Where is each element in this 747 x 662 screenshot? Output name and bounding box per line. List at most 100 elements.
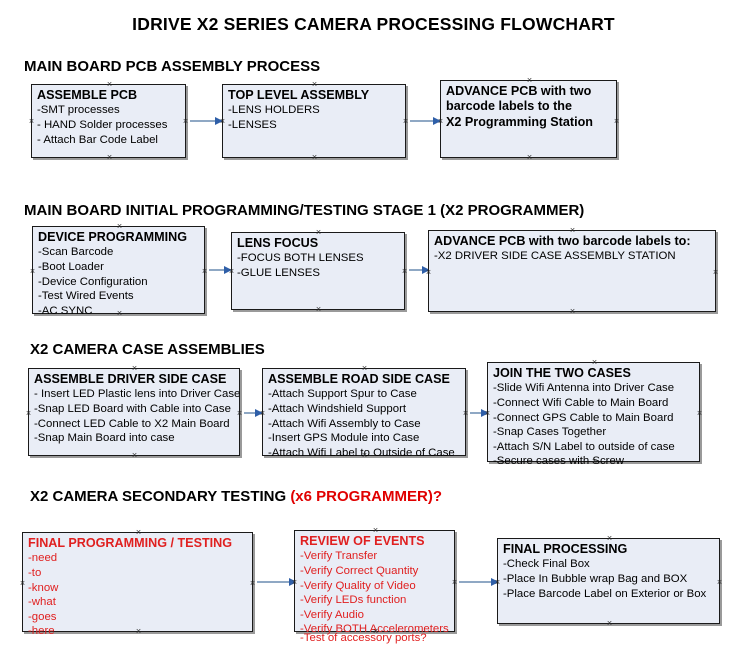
- connection-handle-top[interactable]: [311, 81, 318, 88]
- connection-handle-top[interactable]: [106, 81, 113, 88]
- node-item: - Attach Bar Code Label: [37, 133, 158, 146]
- connection-handle-right[interactable]: [182, 118, 189, 125]
- node-item: -Connect LED Cable to X2 Main Board: [34, 417, 230, 430]
- node-assemble-road-side-case[interactable]: ASSEMBLE ROAD SIDE CASE -Attach Support …: [262, 365, 469, 459]
- connection-handle-right[interactable]: [451, 579, 458, 586]
- node-item: -need: [28, 552, 58, 565]
- node-top-level-assembly[interactable]: TOP LEVEL ASSEMBLY -LENS HOLDERS -LENSES: [222, 84, 406, 158]
- connection-handle-bottom[interactable]: [311, 154, 318, 161]
- node-item: -SMT processes: [37, 104, 120, 117]
- node-title: ASSEMBLE PCB: [37, 88, 138, 102]
- section-heading-4: X2 CAMERA SECONDARY TESTING (x6 PROGRAMM…: [30, 488, 442, 505]
- connection-handle-top[interactable]: [569, 227, 576, 234]
- node-advance-pcb-driver-side[interactable]: ADVANCE PCB with two barcode labels to: …: [428, 230, 716, 312]
- section-heading-2-text: MAIN BOARD INITIAL PROGRAMMING/TESTING S…: [24, 202, 585, 219]
- arrow-review-events-to-final-processing: [459, 577, 499, 586]
- section-heading-4-accent: (x6 PROGRAMMER)?: [290, 488, 442, 505]
- arrow-driver-case-to-road-case: [244, 408, 263, 417]
- node-item: -Snap Main Board into case: [34, 432, 175, 445]
- node-item: -what: [28, 596, 56, 609]
- connection-handle-bottom[interactable]: [131, 452, 138, 459]
- node-title: REVIEW OF EVENTS: [300, 534, 425, 548]
- arrow-top-level-to-advance-pcb: [410, 116, 441, 125]
- connection-handle-right[interactable]: [249, 580, 256, 587]
- node-lens-focus[interactable]: LENS FOCUS -FOCUS BOTH LENSES -GLUE LENS…: [231, 232, 405, 310]
- node-item: -Place In Bubble wrap Bag and BOX: [503, 572, 688, 585]
- node-title: DEVICE PROGRAMMING: [38, 230, 188, 244]
- arrow-final-programming-to-review-events: [257, 577, 297, 586]
- connection-handle-bottom[interactable]: [569, 308, 576, 315]
- node-item: -Attach Wifi Label to Outside of Case: [268, 446, 455, 459]
- section-heading-3-text: X2 CAMERA CASE ASSEMBLIES: [30, 341, 265, 358]
- connection-handle-left[interactable]: [28, 118, 35, 125]
- node-title: ASSEMBLE DRIVER SIDE CASE: [34, 372, 227, 386]
- connection-handle-top[interactable]: [361, 365, 368, 372]
- node-item: -Attach Support Spur to Case: [268, 388, 417, 401]
- node-review-of-events[interactable]: REVIEW OF EVENTS -Verify Transfer -Verif…: [294, 527, 458, 644]
- node-item: -Verify BOTH Accelerometers: [300, 623, 449, 636]
- node-device-programming[interactable]: DEVICE PROGRAMMING -Scan Barcode -Boot L…: [29, 223, 208, 317]
- node-advance-pcb-station[interactable]: ADVANCE PCB with two barcode labels to t…: [440, 80, 617, 158]
- node-item: -Verify Audio: [300, 608, 364, 621]
- node-item: - HAND Solder processes: [37, 118, 168, 131]
- arrow-assemble-pcb-to-top-level: [190, 116, 223, 125]
- connection-handle-top[interactable]: [526, 77, 533, 84]
- node-title: FINAL PROGRAMMING / TESTING: [28, 536, 233, 550]
- connection-handle-right[interactable]: [462, 410, 469, 417]
- connection-handle-right[interactable]: [201, 268, 208, 275]
- connection-handle-bottom[interactable]: [106, 154, 113, 161]
- node-title: ASSEMBLE ROAD SIDE CASE: [268, 372, 450, 386]
- connection-handle-top[interactable]: [315, 229, 322, 236]
- connection-handle-right[interactable]: [613, 118, 620, 125]
- node-join-the-two-cases[interactable]: JOIN THE TWO CASES -Slide Wifi Antenna i…: [487, 359, 703, 467]
- node-item: -Verify Quality of Video: [300, 579, 416, 592]
- connection-handle-top[interactable]: [135, 529, 142, 536]
- node-title: JOIN THE TWO CASES: [493, 366, 631, 380]
- connection-handle-right[interactable]: [402, 118, 409, 125]
- node-assemble-pcb[interactable]: ASSEMBLE PCB -SMT processes - HAND Solde…: [31, 84, 186, 158]
- node-final-programming-testing[interactable]: FINAL PROGRAMMING / TESTING -need -to -k…: [19, 529, 256, 637]
- connection-handle-right[interactable]: [401, 268, 408, 275]
- node-item: X2 Programming Station: [446, 114, 593, 129]
- node-item: -FOCUS BOTH LENSES: [237, 252, 364, 265]
- connection-handle-left[interactable]: [29, 268, 36, 275]
- connection-handle-left[interactable]: [19, 580, 26, 587]
- node-item: -know: [28, 581, 59, 594]
- connection-handle-top[interactable]: [131, 365, 138, 372]
- node-item: -Test Wired Events: [38, 290, 134, 303]
- node-item: -Verify LEDs function: [300, 594, 407, 607]
- node-item: -Verify Correct Quantity: [300, 564, 419, 577]
- connection-handle-left[interactable]: [25, 410, 32, 417]
- connection-handle-bottom[interactable]: [315, 306, 322, 313]
- connection-handle-bottom[interactable]: [526, 154, 533, 161]
- connection-handle-right[interactable]: [236, 410, 243, 417]
- connection-handle-right[interactable]: [712, 269, 719, 276]
- node-item: barcode labels to the: [446, 99, 572, 114]
- node-item: -Attach Wifi Assembly to Case: [268, 417, 421, 430]
- node-item: -Secure cases with Screw: [493, 455, 625, 468]
- arrow-road-case-to-join-cases: [470, 408, 489, 417]
- connection-handle-right[interactable]: [716, 579, 723, 586]
- node-item: -Attach S/N Label to outside of case: [493, 440, 675, 453]
- connection-handle-right[interactable]: [696, 410, 703, 417]
- node-item: -Scan Barcode: [38, 246, 114, 259]
- node-title: ADVANCE PCB with two: [446, 84, 592, 98]
- connection-handle-top[interactable]: [116, 223, 123, 230]
- arrow-device-programming-to-lens-focus: [209, 265, 232, 274]
- node-item: -Connect GPS Cable to Main Board: [493, 411, 674, 424]
- node-final-processing[interactable]: FINAL PROCESSING -Check Final Box -Place…: [497, 538, 720, 624]
- connection-handle-top[interactable]: [606, 535, 613, 542]
- page-title: IDRIVE X2 SERIES CAMERA PROCESSING FLOWC…: [132, 14, 615, 34]
- connection-handle-bottom[interactable]: [606, 620, 613, 627]
- node-title: TOP LEVEL ASSEMBLY: [228, 88, 370, 102]
- node-item: -Verify Transfer: [300, 550, 378, 563]
- node-item: - Insert LED Plastic lens into Driver Ca…: [34, 388, 241, 401]
- connection-handle-top[interactable]: [591, 359, 598, 366]
- node-item: -Place Barcode Label on Exterior or Box: [503, 587, 707, 600]
- node-item: -LENS HOLDERS: [228, 104, 320, 117]
- connection-handle-top[interactable]: [372, 527, 379, 534]
- node-item: -Snap LED Board with Cable into Case: [34, 402, 231, 415]
- node-item: -Insert GPS Module into Case: [268, 432, 420, 445]
- section-heading-4-text: X2 CAMERA SECONDARY TESTING: [30, 488, 291, 505]
- node-assemble-driver-side-case[interactable]: ASSEMBLE DRIVER SIDE CASE - Insert LED P…: [28, 368, 240, 456]
